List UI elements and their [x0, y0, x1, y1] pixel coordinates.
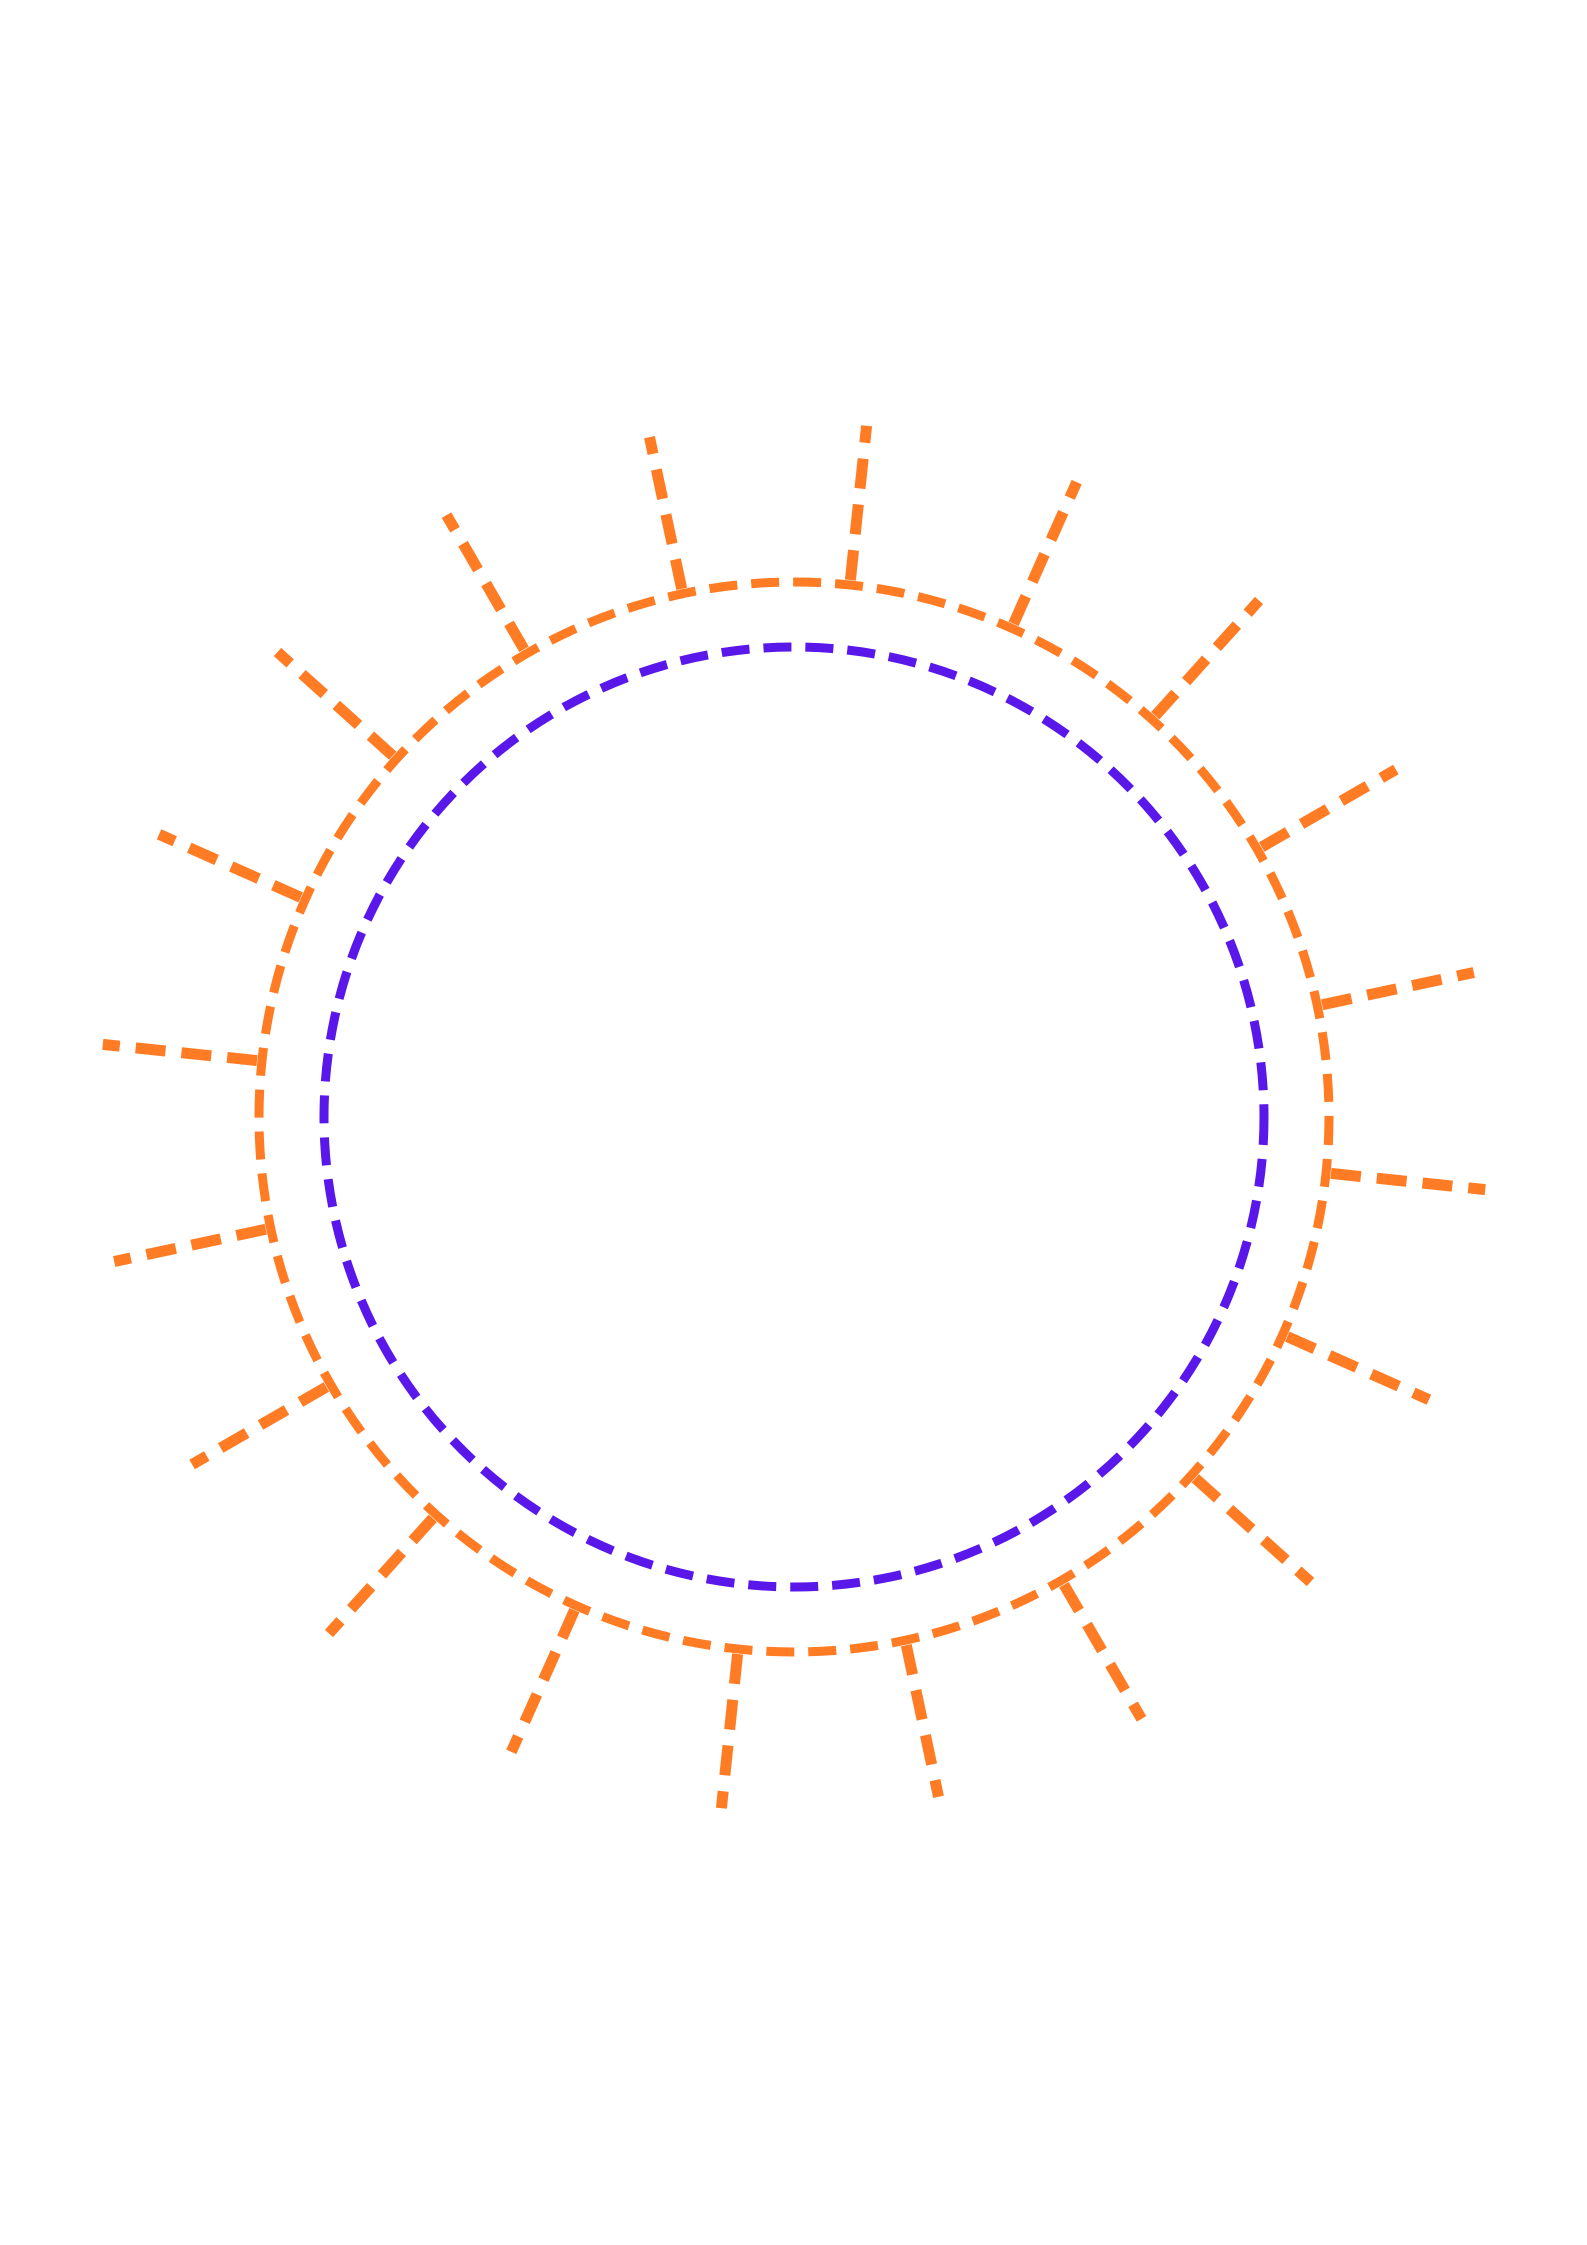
sun-ray: [1258, 764, 1399, 852]
sun-ray: [900, 1644, 944, 1798]
sun-ray: [1285, 1331, 1432, 1405]
sun-ray: [324, 1514, 437, 1638]
sun-ray: [1059, 1581, 1147, 1722]
sun-ray: [273, 647, 397, 760]
sun-ray: [1008, 479, 1082, 626]
sun-ray: [113, 1223, 267, 1267]
sun-ray: [156, 829, 303, 903]
sun-ray: [1321, 967, 1475, 1011]
sun-ray: [644, 436, 688, 590]
sun-ray: [441, 512, 529, 653]
sun-ray: [1151, 596, 1264, 720]
sun-ray: [715, 1653, 744, 1809]
sun-ray: [844, 425, 873, 581]
outer-ring: [254, 577, 1334, 1657]
sun-ray: [506, 1608, 580, 1755]
sun-ray: [1191, 1474, 1315, 1587]
sun-ray: [102, 1038, 258, 1067]
sun-ray: [189, 1382, 330, 1470]
rays-group: [102, 425, 1486, 1809]
sun-ray: [1330, 1167, 1486, 1196]
inner-ring: [319, 642, 1269, 1592]
